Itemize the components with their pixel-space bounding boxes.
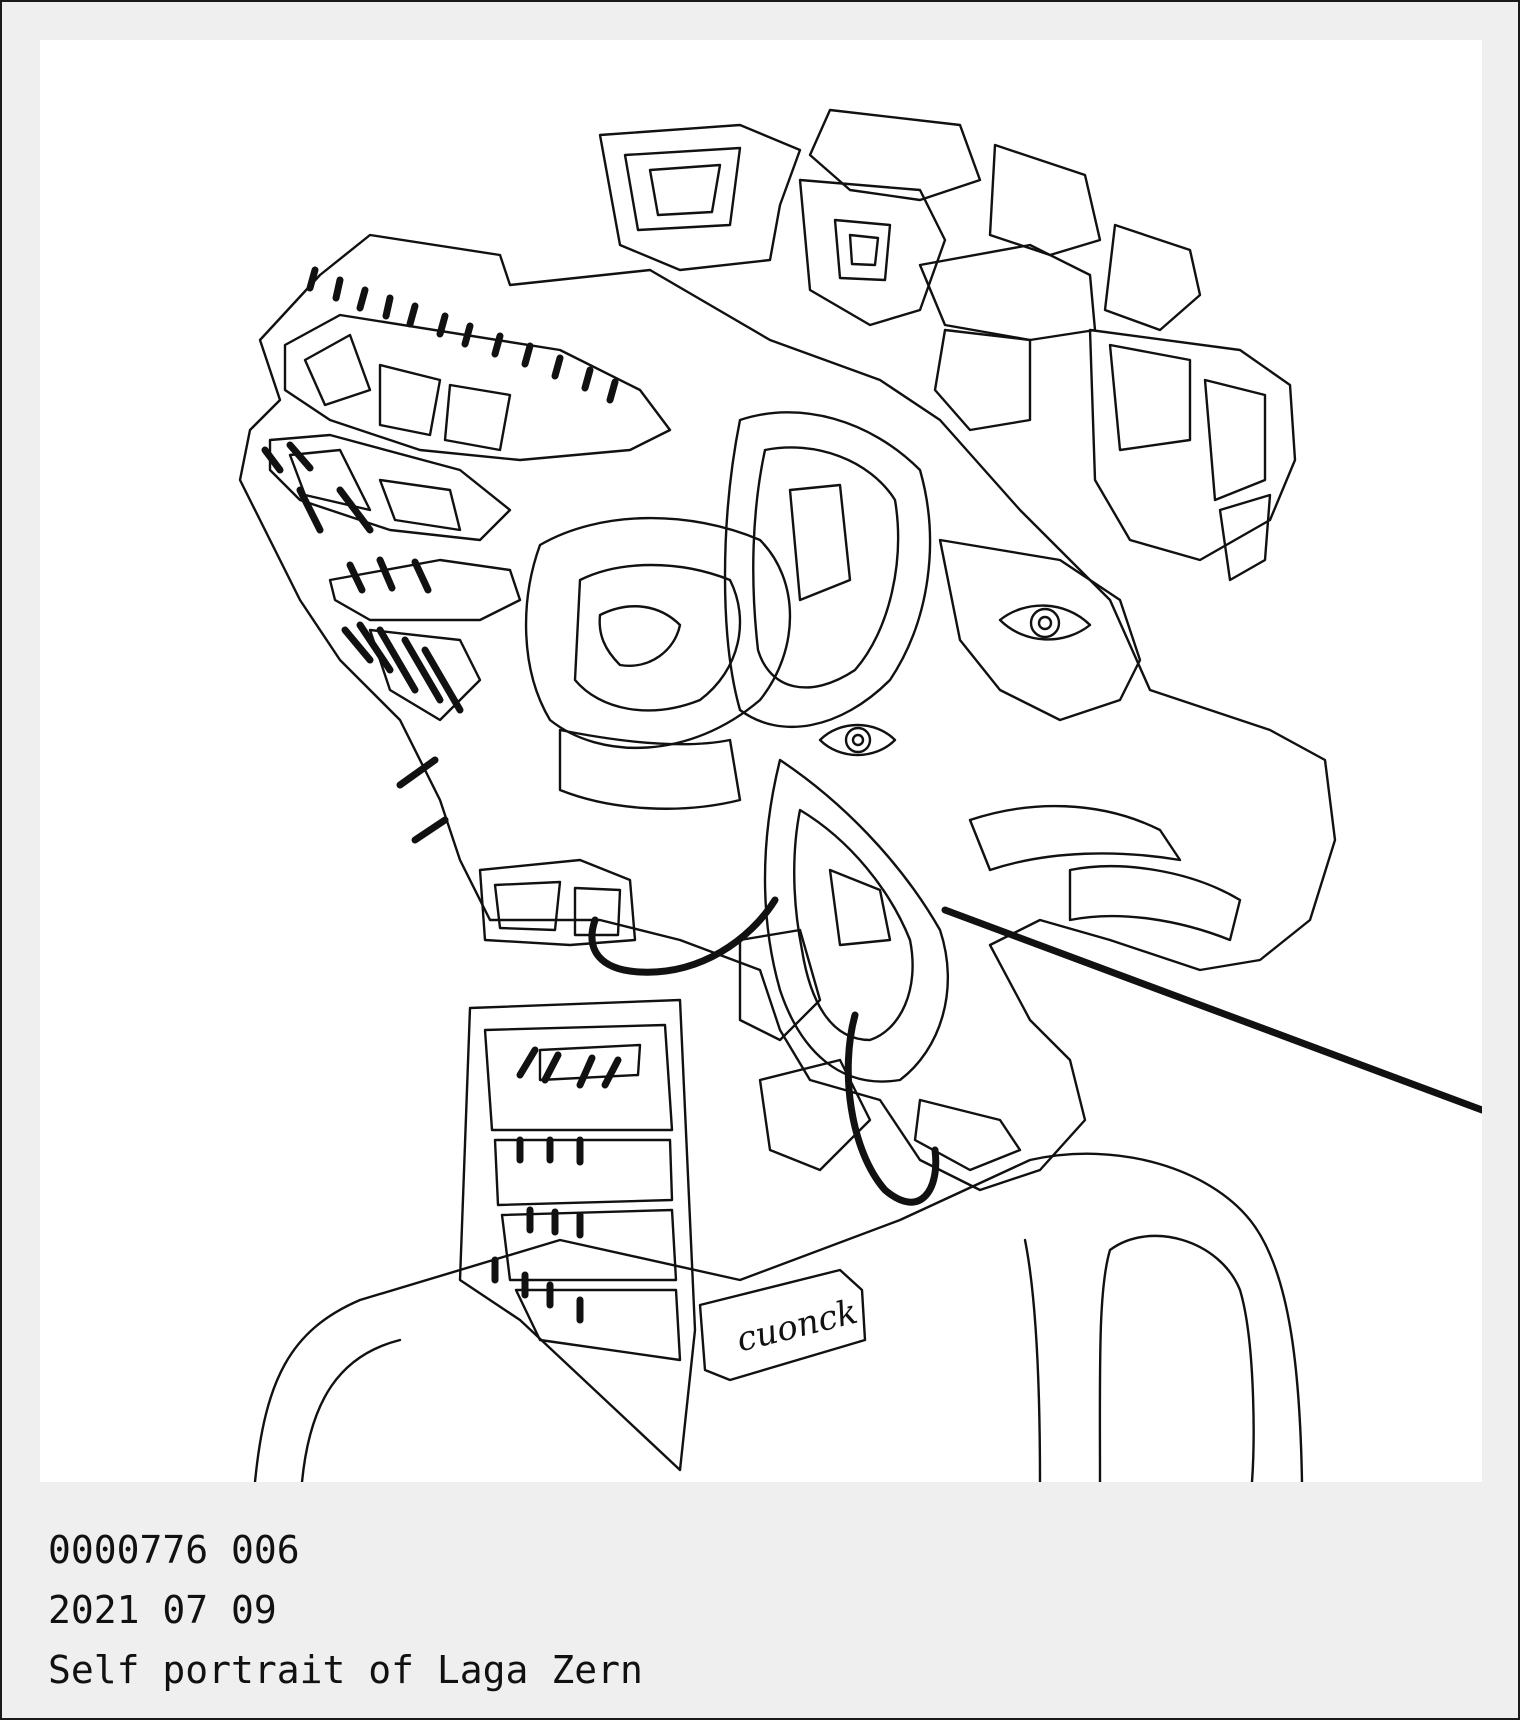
hair-block-3 — [988, 143, 1102, 257]
hair-block-1 — [598, 123, 802, 272]
artwork-id: 0000776 006 — [48, 1528, 300, 1572]
central-panel — [524, 516, 792, 750]
artwork-date: 2021 07 09 — [48, 1588, 277, 1632]
snout-upper — [283, 313, 672, 462]
artwork-title: Self portrait of Laga Zern — [48, 1648, 643, 1692]
caption-block: 0000776 006 2021 07 09 Self portrait of … — [48, 1520, 643, 1700]
hair-block-2 — [808, 108, 982, 202]
neck-panel — [458, 998, 697, 1472]
face-mask — [938, 538, 1142, 722]
signature-text: cuonck — [733, 1292, 862, 1361]
line-art-portrait: cuonck — [238, 108, 1482, 1482]
loop-ring-lower — [844, 1011, 940, 1206]
loop-ring-left — [588, 896, 779, 976]
eye-left — [818, 723, 897, 757]
signature-plate — [698, 1268, 867, 1382]
cable-line — [941, 906, 1482, 1114]
signature-mark: cuonck — [733, 1292, 862, 1361]
jaw-structure — [763, 758, 950, 1083]
shoulders-outline — [253, 1152, 1304, 1482]
artwork-canvas: cuonck — [40, 40, 1482, 1482]
head-outline — [238, 233, 1337, 1192]
eye-right — [998, 604, 1092, 641]
